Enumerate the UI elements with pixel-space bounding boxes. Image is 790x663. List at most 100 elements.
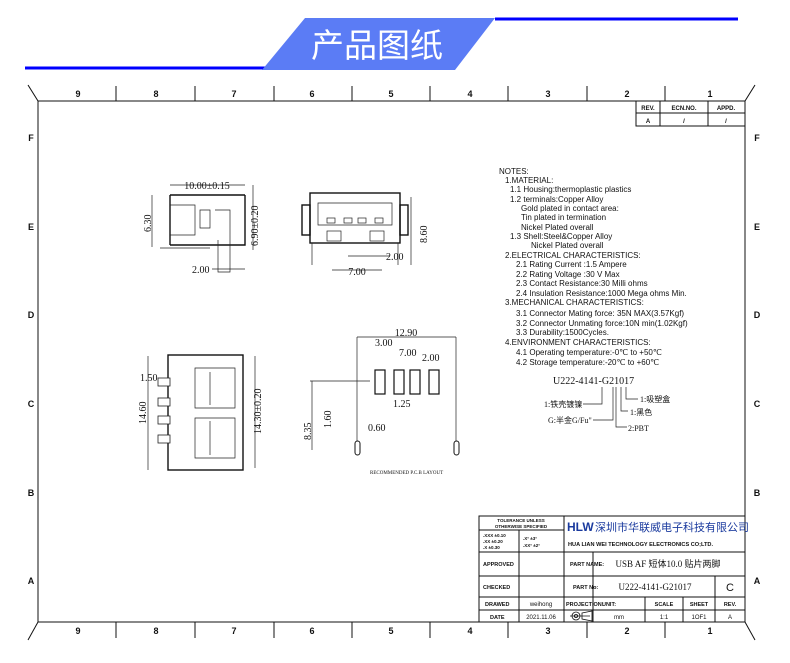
dim-pcb-width: 12.90 (395, 328, 418, 339)
note-line: 3.3 Durability:1500Cycles. (516, 328, 609, 337)
tolerance-value: .X° ±3° (523, 536, 537, 541)
drawed-label: DRAWED (485, 602, 509, 608)
dim-pcb-depth: 8.35 (303, 423, 314, 441)
appd-value: / (725, 119, 727, 125)
column-label: 9 (75, 89, 80, 99)
tolerance-title: OTHERWISE SPECIFIED (495, 524, 548, 529)
checked-label: CHECKED (483, 585, 510, 591)
part-no-label: PART No: (573, 585, 598, 591)
column-label: 6 (309, 89, 314, 99)
part-name: USB AF 短体10.0 贴片两脚 (615, 558, 720, 569)
scale-label: SCALE (655, 602, 674, 608)
row-label: F (754, 133, 760, 143)
inner-border (37, 100, 746, 623)
rev-value: A (646, 119, 651, 125)
ecn-header: ECN.NO. (671, 106, 696, 112)
row-label: E (28, 222, 34, 232)
legend-shell: 1:铁壳镀镍 (544, 399, 582, 409)
company-name-en: HUA LIAN WEI TECHNOLOGY ELECTRONICS CO;L… (568, 542, 713, 548)
column-label: 3 (545, 89, 550, 99)
note-line: 2.3 Contact Resistance:30 Milli ohms (516, 279, 648, 288)
column-label: 2 (624, 626, 629, 636)
dim-pcb-hole-h: 1.60 (323, 411, 334, 429)
pcb-pads (374, 369, 440, 395)
note-line: 2.1 Rating Current :1.5 Ampere (516, 260, 627, 269)
column-label: 7 (231, 626, 236, 636)
date-value: 2021.11.06 (526, 615, 556, 621)
row-label: C (754, 399, 761, 409)
dim-pcb-offset: 3.00 (375, 338, 393, 349)
note-line: 2.4 Insulation Resistance:1000 Mega ohms… (516, 289, 687, 298)
dim-front-span: 7.00 (348, 267, 366, 278)
projection-symbol-icon (570, 610, 593, 622)
column-label: 4 (467, 626, 472, 636)
dim-pcb-pad: 1.25 (393, 399, 411, 410)
note-line: Gold plated in contact area: (521, 204, 619, 213)
sheet-label: SHEET (690, 602, 709, 608)
column-label: 8 (153, 89, 158, 99)
column-label: 9 (75, 626, 80, 636)
row-label: D (28, 310, 35, 320)
sheet-value: 1OF1 (691, 615, 707, 621)
note-line: NOTES: (499, 167, 529, 176)
front-view: 8.60 2.00 7.00 (301, 192, 430, 278)
banner-shape (262, 18, 495, 70)
approved-label: APPROVED (483, 562, 514, 568)
dim-top-total: 14.30±0.20 (253, 389, 264, 435)
pcb-caption: RECOMMENDED P.C.B LAYOUT (370, 471, 443, 476)
note-line: 1.1 Housing:thermoplastic plastics (510, 185, 631, 194)
pcb-hole (354, 440, 361, 456)
dim-top-height: 14.60 (138, 402, 149, 425)
note-line: 3.1 Connector Mating force: 35N MAX(3.57… (516, 309, 684, 318)
part-code: U222-4141-G21017 (553, 376, 634, 387)
tolerance-value: .XX ±0.20 (483, 539, 503, 544)
column-label: 6 (309, 626, 314, 636)
rev-header: REV. (641, 106, 655, 112)
pcb-layout: 12.90 3.00 7.00 2.00 1.25 8.35 1.60 0.60… (303, 328, 460, 476)
dim-pcb-pitch: 2.00 (422, 353, 440, 364)
row-label: C (28, 399, 35, 409)
part-number: U222-4141-G21017 (619, 582, 692, 592)
drawing-frame: 9 8 7 6 5 4 3 2 1 9 8 7 6 5 4 3 2 1 F E … (27, 84, 761, 641)
tolerance-title: TOLERANCE UNLESS (497, 518, 544, 523)
dim-side-pin: 2.00 (192, 265, 210, 276)
dim-pcb-span: 7.00 (399, 348, 417, 359)
unit-value: mm (614, 615, 624, 621)
unit-label: UNIT: (602, 602, 616, 608)
projection-label: PROJECTION: (566, 602, 604, 608)
scale-value: 1:1 (660, 615, 669, 621)
row-label: B (28, 488, 35, 498)
company-name-cn: 深圳市华联威电子科技有限公司 (595, 520, 749, 534)
dim-side-height: 6.30 (143, 215, 154, 233)
note-line: Nickel Plated overall (521, 223, 594, 232)
note-line: 3.MECHANICAL CHARACTERISTICS: (505, 298, 644, 307)
tolerance-value: .XXX ±0.10 (483, 533, 506, 538)
dim-top-pin: 1.50 (140, 373, 158, 384)
note-line: 4.1 Operating temperature:-0℃ to +50℃ (516, 348, 662, 357)
side-view: 10.00±0.15 6.30 6.90±0.20 2.00 (143, 181, 261, 276)
column-label: 3 (545, 626, 550, 636)
dim-side-total: 6.90±0.20 (250, 206, 261, 247)
note-line: 2.2 Rating Voltage :30 V Max (516, 270, 620, 279)
legend-plating: G:半金G/Fu" (548, 415, 592, 425)
tolerance-value: .XX° ±2° (523, 543, 540, 548)
column-dividers (115, 86, 666, 638)
date-label: DATE (490, 615, 505, 621)
column-label: 7 (231, 89, 236, 99)
pcb-hole (453, 440, 460, 456)
banner: 产品图纸 (25, 17, 738, 70)
note-line: Nickel Plated overall (531, 241, 604, 250)
part-revision: C (726, 582, 734, 594)
note-line: 1.3 Shell:Steel&Copper Alloy (510, 232, 612, 241)
company-logo: HLW (567, 520, 594, 534)
ecn-value: / (683, 119, 685, 125)
dim-front-pitch: 2.00 (386, 252, 404, 263)
note-line: 1.MATERIAL: (505, 176, 553, 185)
appd-header: APPD. (717, 106, 736, 112)
column-label: 1 (707, 626, 712, 636)
row-label: B (754, 488, 761, 498)
part-code-legend: U222-4141-G21017 1:铁壳镀镍 G:半金G/Fu" 2:PBT … (544, 376, 670, 433)
row-label: E (754, 222, 760, 232)
top-view: 14.60 1.50 14.30±0.20 (138, 354, 264, 471)
